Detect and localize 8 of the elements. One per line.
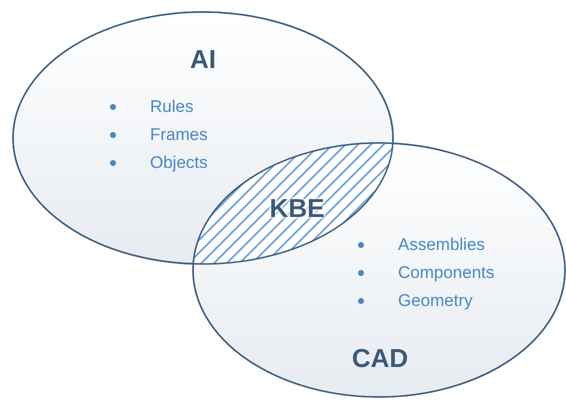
set-label: CAD: [352, 343, 408, 373]
set-label: AI: [190, 44, 216, 74]
list-item: Components: [398, 263, 494, 283]
list-item: Objects: [150, 153, 208, 173]
list-item: Geometry: [398, 291, 473, 311]
list-item: Frames: [150, 125, 208, 145]
list-item: Assemblies: [398, 235, 485, 255]
list-item: Rules: [150, 97, 194, 117]
